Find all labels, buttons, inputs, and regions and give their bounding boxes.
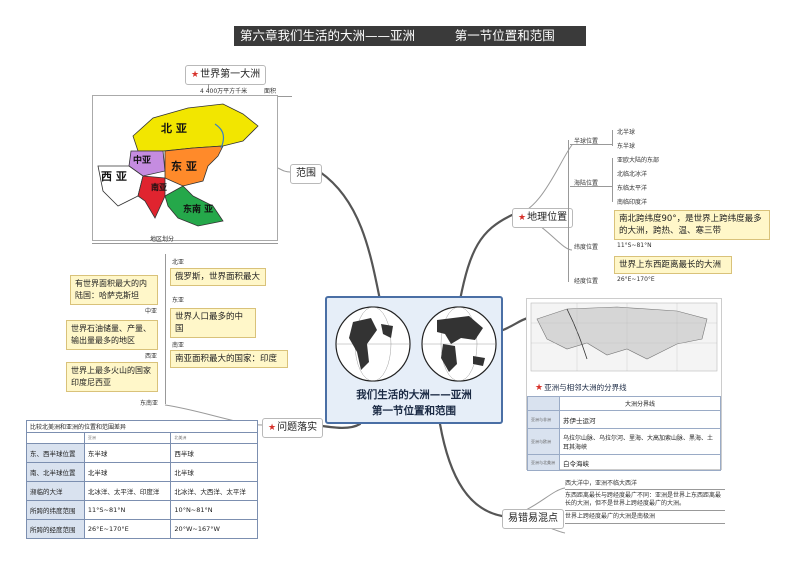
area-value: 4 400万平方千米 — [200, 88, 248, 95]
table-row: 亚洲与北美洲白令海峡 — [527, 454, 721, 471]
central-title-line2: 第一节位置和范围 — [372, 405, 456, 417]
asia-map-drawing — [97, 103, 259, 227]
north-asia-area — [132, 103, 259, 152]
asia-region-map: 北 亚 中亚 西 亚 东 亚 南亚 东南 亚 — [92, 95, 278, 241]
compare-table-title: 比较北美洲和亚洲的位置和范围差异 — [26, 420, 258, 432]
central-asia-area — [128, 150, 166, 177]
east-asia-area — [164, 145, 224, 187]
table-row: 濒临的大洋北冰洋、太平洋、印度洋北冰洋、大西洋、太平洋 — [26, 481, 258, 501]
area-label: 面积 — [264, 88, 277, 95]
list-item: 世界上跨经度最广的大洲是南极洲 — [565, 511, 725, 524]
star-icon: ★ — [518, 213, 527, 223]
problem-volcano-country: 世界上最多火山的国家印度尼西亚 — [66, 362, 158, 392]
mistake-list: 西大洋中，亚洲不临大西洋 东西距离最长与跨经度最广不同：亚洲是世界上东西距离最长… — [565, 480, 725, 524]
central-topic[interactable]: 我们生活的大洲——亚洲 第一节位置和范围 — [325, 296, 503, 424]
compare-table-box: 比较北美洲和亚洲的位置和范围差异 亚洲北美洲 东、西半球位置东半球西半球 南、北… — [26, 420, 258, 550]
answer-russia: 俄罗斯，世界面积最大 — [170, 268, 266, 286]
table-row: 亚洲与欧洲乌拉尔山脉、乌拉尔河、里海、大高加索山脉、黑海、土耳其海峡 — [527, 428, 721, 455]
link-location — [458, 213, 514, 302]
largest-continent-label: ★世界第一大洲 — [185, 65, 267, 85]
topic-range[interactable]: 范围 — [290, 164, 322, 184]
header-bar: 第六章我们生活的大洲——亚洲 第一节位置和范围 — [234, 26, 586, 46]
link-boundary — [501, 316, 530, 332]
problem-oil-region: 世界石油储量、产量、输出量最多的地区 — [66, 320, 158, 350]
topic-problems[interactable]: ★问题落实 — [262, 418, 324, 438]
southeast-asia-area — [164, 185, 224, 227]
world-hemispheres-icon — [335, 306, 497, 382]
problem-inland-country: 有世界面积最大的内陆国：哈萨克斯坦 — [70, 275, 158, 305]
topic-mistakes[interactable]: 易错易混点 — [502, 509, 564, 529]
section-title: 第一节位置和范围 — [454, 28, 555, 43]
list-item: 东西距离最长与跨经度最广不同：亚洲是世界上东西距离最长的大洲，但不是世界上跨经度… — [565, 490, 725, 511]
link-mistakes — [438, 422, 504, 518]
table-row: 亚洲与非洲苏伊士运河 — [527, 410, 721, 429]
compare-table: 亚洲北美洲 东、西半球位置东半球西半球 南、北半球位置北半球北半球 濒临的大洋北… — [26, 432, 258, 539]
longitude-note: 世界上东西距离最长的大洲 — [614, 256, 732, 274]
boundary-caption: ★亚洲与相邻大洲的分界线 — [535, 383, 627, 393]
list-item: 西大洋中，亚洲不临大西洋 — [565, 480, 725, 490]
boundary-map-drawing — [530, 302, 718, 372]
topic-location[interactable]: ★地理位置 — [512, 208, 574, 228]
map-caption: 地区划分 — [150, 236, 175, 243]
south-asia-area — [137, 175, 166, 219]
table-row: 南、北半球位置北半球北半球 — [26, 462, 258, 482]
star-icon: ★ — [191, 70, 200, 80]
latitude-value: 11°S~81°N — [617, 242, 652, 249]
longitude-value: 26°E~170°E — [617, 276, 655, 283]
chapter-title: 第六章我们生活的大洲——亚洲 — [240, 28, 416, 43]
star-icon: ★ — [535, 383, 544, 393]
table-row: 东、西半球位置东半球西半球 — [26, 443, 258, 463]
latitude-note: 南北跨纬度90°，是世界上跨纬度最多的大洲，跨热、温、寒三带 — [614, 210, 770, 240]
boundary-table: 大洲分界线 亚洲与非洲苏伊士运河 亚洲与欧洲乌拉尔山脉、乌拉尔河、里海、大高加索… — [527, 396, 721, 471]
central-title-line1: 我们生活的大洲——亚洲 — [356, 389, 472, 401]
boundary-panel: ★亚洲与相邻大洲的分界线 大洲分界线 亚洲与非洲苏伊士运河 亚洲与欧洲乌拉尔山脉… — [526, 298, 722, 471]
answer-india: 南亚面积最大的国家：印度 — [170, 350, 288, 368]
link-range — [318, 170, 382, 302]
star-icon: ★ — [268, 423, 277, 433]
answer-china: 世界人口最多的中国 — [170, 308, 256, 338]
